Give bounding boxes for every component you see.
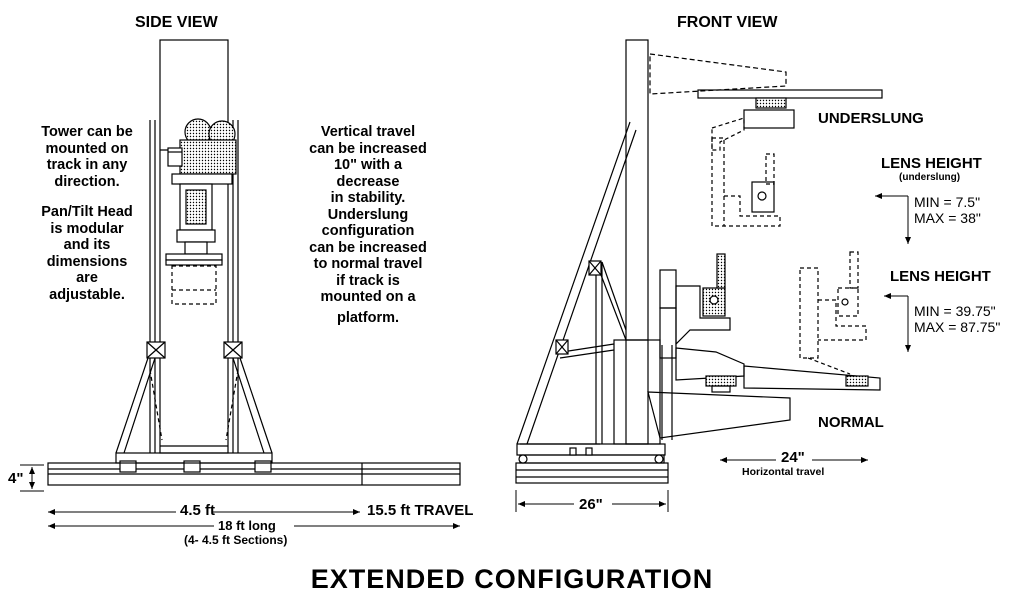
front-view-drawing	[515, 39, 883, 484]
front-normal-arm	[647, 251, 881, 440]
side-wheel	[119, 460, 137, 473]
note-pan-tilt-head: Pan/Tilt Head is modular and its dimensi…	[41, 204, 133, 303]
dim-width-label: 26"	[579, 496, 603, 513]
dim-height-label: 4"	[8, 470, 24, 487]
dim-travel-label: 15.5 ft TRAVEL	[367, 502, 474, 519]
dim-horizontal-caption: Horizontal travel	[742, 466, 825, 478]
lens-height-normal-max: MAX = 87.75"	[914, 319, 1001, 335]
front-underslung-arm	[649, 53, 883, 227]
side-joint-left	[146, 341, 166, 359]
lens-height-underslung-min: MIN = 7.5"	[914, 194, 981, 210]
label-normal: NORMAL	[818, 414, 884, 431]
front-dimensions	[515, 193, 911, 512]
side-braces	[115, 357, 273, 454]
dim-sections-label: (4- 4.5 ft Sections)	[184, 533, 288, 547]
front-tower	[613, 39, 661, 445]
side-track	[47, 462, 461, 486]
side-pan-tilt-head	[165, 173, 233, 305]
lens-height-normal-min: MIN = 39.75"	[914, 303, 996, 319]
note-tower-mounting: Tower can be mounted on track in any dir…	[41, 124, 133, 190]
lens-height-underslung-title: LENS HEIGHT	[881, 155, 982, 172]
side-wheel	[183, 460, 201, 473]
side-wheel	[254, 460, 272, 473]
side-view-drawing	[47, 39, 461, 486]
label-underslung: UNDERSLUNG	[818, 110, 924, 127]
side-joint-right	[223, 341, 243, 359]
front-track	[515, 454, 669, 484]
dim-horizontal-label: 24"	[781, 449, 805, 466]
lens-height-underslung-sub: (underslung)	[899, 172, 961, 183]
figure-caption: EXTENDED CONFIGURATION	[310, 564, 714, 594]
side-view-title: SIDE VIEW	[135, 14, 218, 31]
side-dimensions	[20, 464, 460, 529]
note-vertical-travel: Vertical travel can be increased 10" wit…	[309, 124, 427, 326]
lens-height-underslung-max: MAX = 38"	[914, 210, 981, 226]
front-a-frame	[516, 121, 637, 445]
dim-section-label: 4.5 ft	[180, 502, 216, 519]
dim-length-label: 18 ft long	[218, 518, 276, 533]
side-camera	[167, 118, 237, 175]
lens-height-normal-title: LENS HEIGHT	[890, 268, 991, 285]
front-view-title: FRONT VIEW	[677, 14, 778, 31]
